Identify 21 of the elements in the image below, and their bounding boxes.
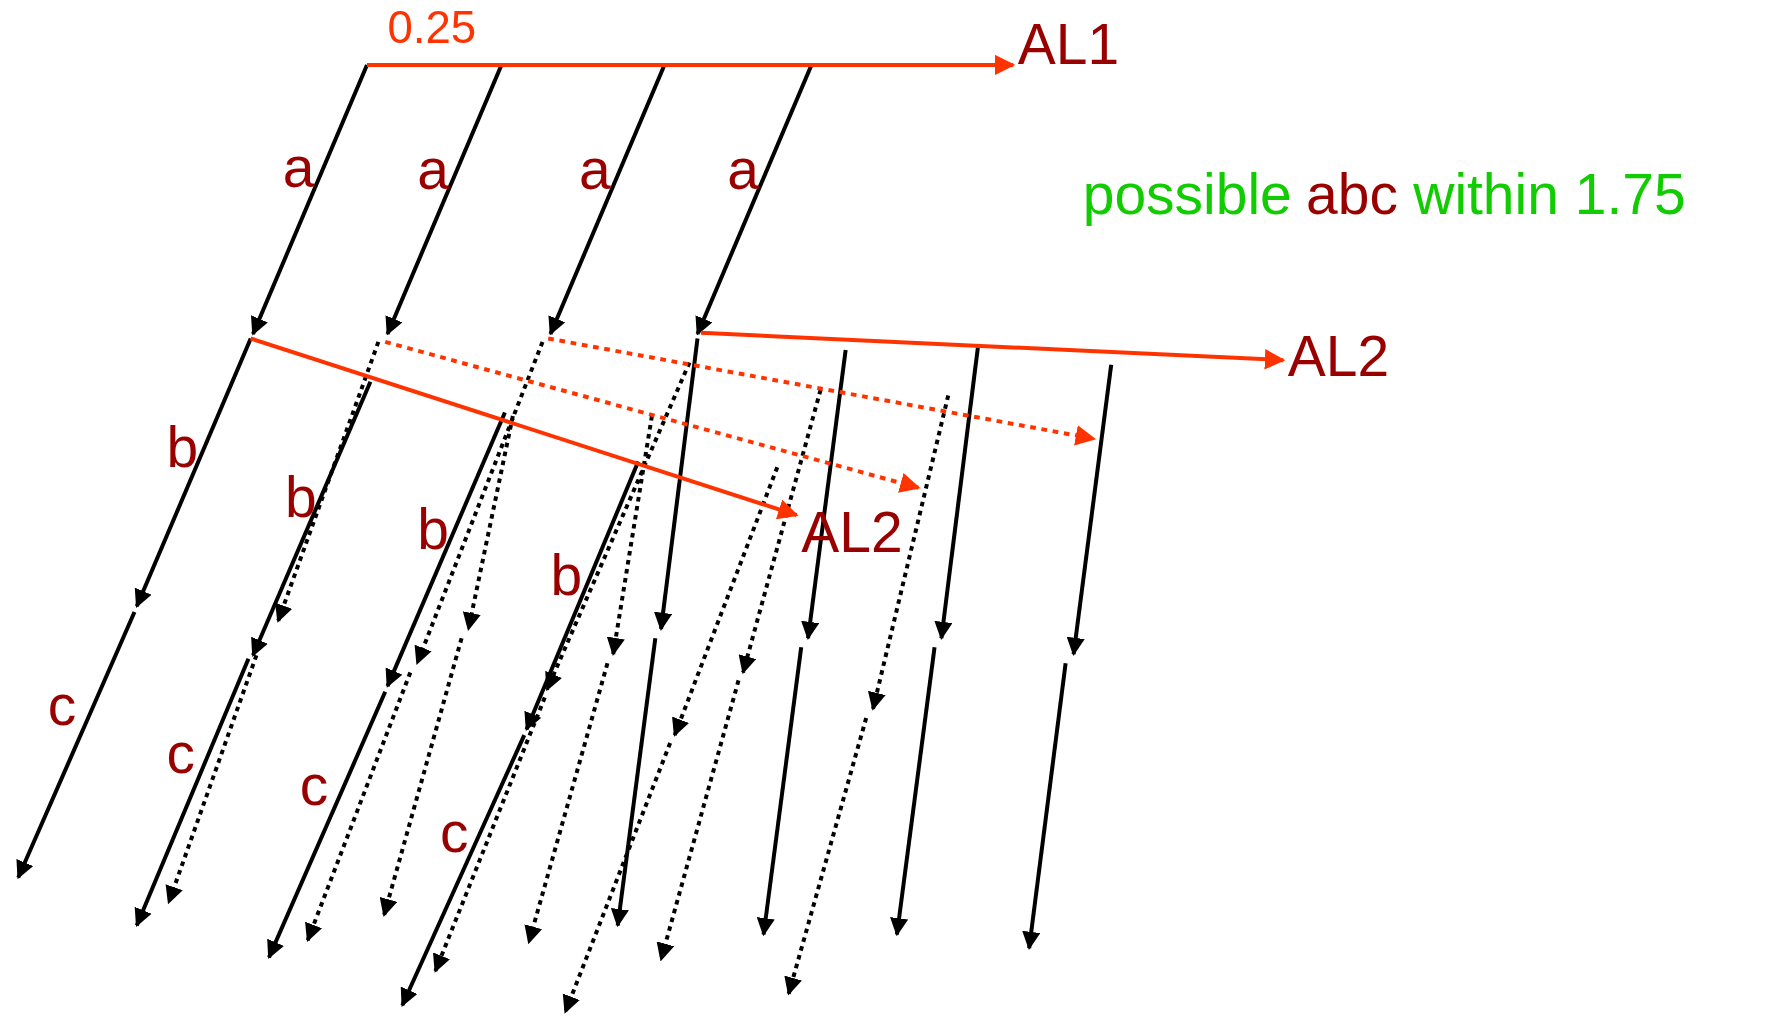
- note-text: abc: [1306, 166, 1398, 224]
- note-text: within 1.75: [1413, 166, 1686, 224]
- arrow: [700, 330, 1286, 370]
- segment-label: c: [47, 677, 77, 734]
- segment-label: c: [299, 756, 329, 814]
- segment-label: a: [578, 141, 611, 199]
- segment-label: b: [550, 547, 583, 605]
- arrow: [367, 54, 1016, 76]
- segment-label: c: [439, 804, 469, 862]
- value-label: 0.25: [387, 4, 477, 51]
- segment-label: a: [727, 141, 759, 199]
- segment-label: a: [417, 141, 449, 199]
- segment-label: b: [284, 469, 317, 527]
- segment-label: c: [166, 724, 195, 782]
- segment-label: b: [166, 419, 199, 477]
- axis-label: AL1: [1017, 15, 1120, 73]
- segment-label: a: [282, 139, 315, 197]
- axis-label: AL2: [1287, 328, 1390, 386]
- segment-label: b: [417, 501, 449, 559]
- note-text: possible: [1082, 166, 1292, 224]
- arrow: [250, 336, 799, 520]
